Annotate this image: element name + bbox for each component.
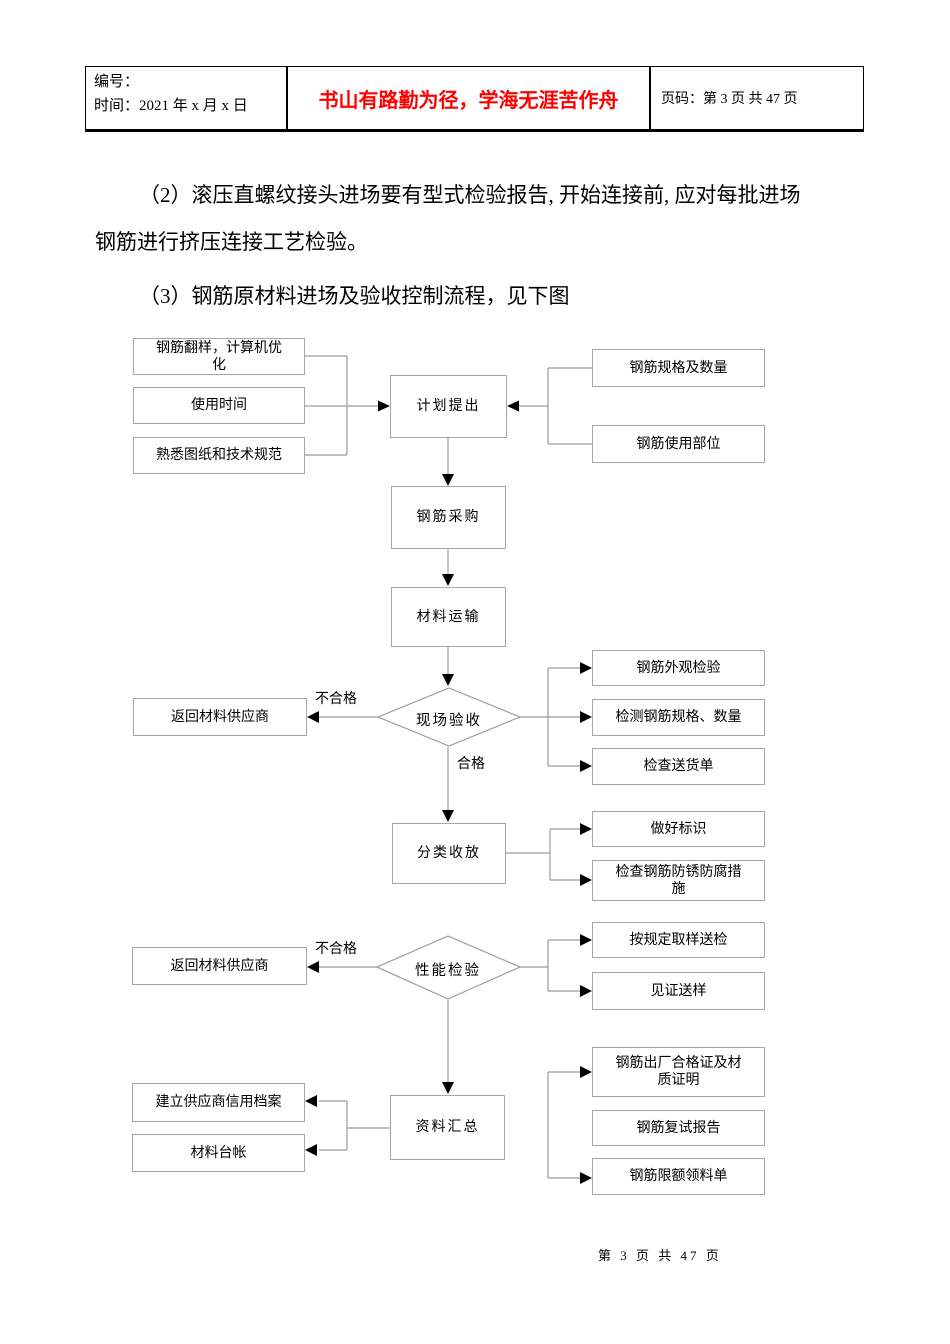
node-witness-sampling: 见证送样 <box>592 972 765 1010</box>
node-drawings-specs: 熟悉图纸和技术规范 <box>133 437 305 474</box>
node-data-summary: 资料汇总 <box>390 1095 505 1160</box>
node-rebar-usage-location: 钢筋使用部位 <box>592 425 765 463</box>
node-performance-test-label: 性能检验 <box>415 963 481 979</box>
node-appearance-inspection: 钢筋外观检验 <box>592 650 765 686</box>
edge-label-pass-1: 合格 <box>457 757 485 772</box>
node-quota-requisition: 钢筋限额领料单 <box>592 1158 765 1195</box>
node-rust-protection: 检查钢筋防锈防腐措施 <box>592 860 765 901</box>
node-check-delivery-note: 检查送货单 <box>592 748 765 785</box>
footer-page-number: 第 3 页 共 47 页 <box>598 1248 722 1263</box>
node-marking: 做好标识 <box>592 811 765 847</box>
performance-test-diamond <box>375 935 522 1000</box>
node-site-acceptance-label: 现场验收 <box>416 713 482 729</box>
node-plan-proposal: 计划提出 <box>390 375 507 438</box>
doc-date-line: 时间：2021 年 x 月 x 日 <box>94 98 248 114</box>
arrowheads <box>305 400 592 1184</box>
node-material-transport: 材料运输 <box>391 587 506 647</box>
paragraph-2-line-1: （2）滚压直螺纹接头进场要有型式检验报告, 开始连接前, 应对每批进场 <box>139 183 801 207</box>
node-supplier-credit-file: 建立供应商信用档案 <box>132 1083 305 1122</box>
node-rebar-detailing: 钢筋翻样，计算机优化 <box>133 338 305 375</box>
header-cell-motto: 书山有路勤为径，学海无涯苦作舟 <box>288 67 651 129</box>
header-table: 编号： 时间：2021 年 x 月 x 日 书山有路勤为径，学海无涯苦作舟 页码… <box>85 66 864 132</box>
decision-diamonds <box>375 687 522 1000</box>
node-material-ledger: 材料台帐 <box>132 1134 305 1172</box>
node-check-spec-quantity: 检测钢筋规格、数量 <box>592 699 765 736</box>
paragraph-3: （3）钢筋原材料进场及验收控制流程，见下图 <box>139 284 570 308</box>
edge-label-fail-2: 不合格 <box>315 942 357 957</box>
header-cell-number-date: 编号： 时间：2021 年 x 月 x 日 <box>86 67 288 129</box>
edge-label-fail-1: 不合格 <box>315 692 357 707</box>
connector-lines <box>305 355 592 1179</box>
node-mill-certificate: 钢筋出厂合格证及材质证明 <box>592 1047 765 1097</box>
node-usage-time: 使用时间 <box>133 387 305 424</box>
doc-number-label: 编号： <box>94 74 140 90</box>
node-rebar-purchase: 钢筋采购 <box>391 486 506 549</box>
header-cell-page-info: 页码：第 3 页 共 47 页 <box>651 67 863 129</box>
paragraph-2-line-2: 钢筋进行挤压连接工艺检验。 <box>95 230 368 254</box>
node-retest-report: 钢筋复试报告 <box>592 1110 765 1146</box>
node-return-supplier-1: 返回材料供应商 <box>133 698 307 736</box>
header-motto: 书山有路勤为径，学海无涯苦作舟 <box>318 89 619 112</box>
node-sampling-inspection: 按规定取样送检 <box>592 922 765 958</box>
node-rebar-spec-quantity: 钢筋规格及数量 <box>592 349 765 387</box>
node-sorted-storage: 分类收放 <box>392 823 506 884</box>
header-page-info: 页码：第 3 页 共 47 页 <box>661 92 798 107</box>
site-acceptance-diamond <box>376 687 522 747</box>
node-return-supplier-2: 返回材料供应商 <box>132 947 307 985</box>
